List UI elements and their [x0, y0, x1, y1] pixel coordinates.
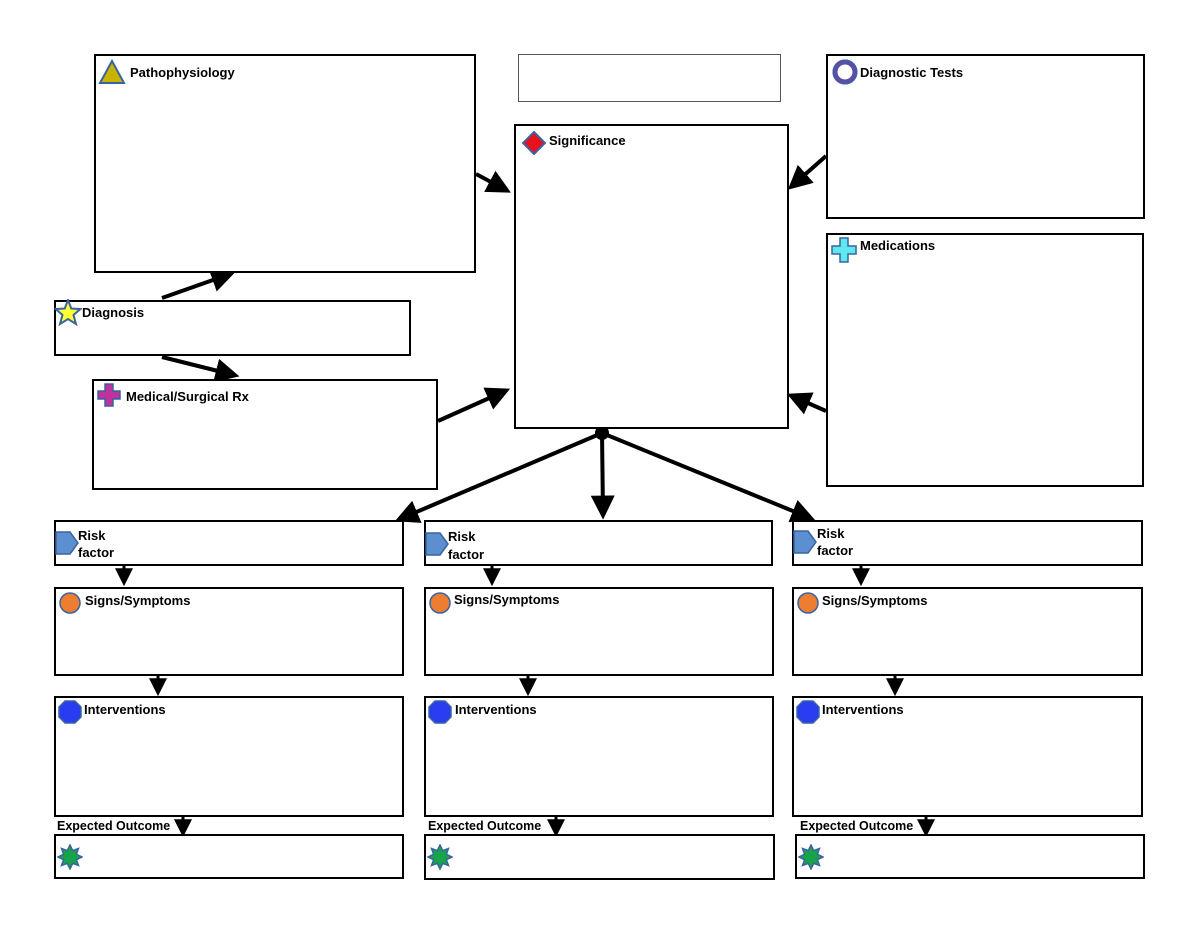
- significance-box[interactable]: Significance: [514, 124, 789, 429]
- risk-factor-box[interactable]: Risk factor: [54, 520, 404, 566]
- diagnosis-box[interactable]: Diagnosis: [54, 299, 411, 356]
- diagnosis-label: Diagnosis: [82, 305, 145, 320]
- diagnostic-tests-label: Diagnostic Tests: [860, 65, 964, 80]
- signs-symptoms-label: Signs/Symptoms: [85, 593, 191, 608]
- signs-symptoms-box[interactable]: Signs/Symptoms: [424, 587, 774, 676]
- medications-box[interactable]: Medications: [826, 233, 1144, 487]
- arrow-diagnosis-to-patho: [161, 268, 236, 300]
- interventions-box[interactable]: Interventions: [792, 696, 1143, 817]
- signs-symptoms-box[interactable]: Signs/Symptoms: [792, 587, 1143, 676]
- ring-icon: [832, 59, 858, 85]
- arrow-significance-to-risk-3: [601, 431, 816, 523]
- interventions-box[interactable]: Interventions: [424, 696, 774, 817]
- significance-label: Significance: [549, 133, 626, 148]
- green-star-icon: [798, 844, 824, 870]
- star-icon: [54, 299, 82, 327]
- cross-icon: [97, 383, 121, 407]
- risk-factor-label-line2: factor: [448, 547, 485, 562]
- green-star-icon: [57, 844, 83, 870]
- circle-icon: [797, 592, 819, 614]
- green-star-icon: [427, 844, 453, 870]
- risk-factor-label-line1: Risk: [78, 528, 106, 543]
- cross-icon: [831, 237, 857, 263]
- arrow-patho-to-significance: [475, 170, 511, 193]
- expected-outcome-label: Expected Outcome: [428, 819, 542, 833]
- interventions-label: Interventions: [84, 702, 166, 717]
- medical-surgical-rx-box[interactable]: Medical/Surgical Rx: [92, 379, 438, 490]
- arrow-significance-to-risk-1: [394, 431, 603, 523]
- expected-outcome-label: Expected Outcome: [800, 819, 914, 833]
- circle-icon: [429, 592, 451, 614]
- arrow-medrx-to-significance: [437, 387, 511, 423]
- medications-label: Medications: [860, 238, 936, 253]
- circle-icon: [59, 592, 81, 614]
- arrow-diagnosis-to-medrx: [161, 355, 240, 383]
- signs-symptoms-label: Signs/Symptoms: [454, 592, 560, 607]
- diamond-icon: [522, 131, 546, 155]
- expected-outcome-box[interactable]: [424, 834, 775, 880]
- medical-surgical-rx-label: Medical/Surgical Rx: [126, 389, 249, 404]
- risk-factor-label-line1: Risk: [817, 526, 845, 541]
- risk-factor-label-line2: factor: [78, 545, 115, 560]
- expected-outcome-box[interactable]: [54, 834, 404, 879]
- octagon-icon: [58, 700, 82, 724]
- octagon-icon: [428, 700, 452, 724]
- pathophysiology-label: Pathophysiology: [130, 65, 235, 80]
- arrow-significance-to-risk-2: [590, 432, 615, 520]
- triangle-icon: [98, 59, 126, 84]
- risk-factor-box[interactable]: Risk factor: [792, 520, 1143, 566]
- pentagon-arrow-icon: [793, 530, 817, 554]
- interventions-label: Interventions: [822, 702, 904, 717]
- arrow-meds-to-significance: [786, 392, 827, 415]
- pathophysiology-box[interactable]: Pathophysiology: [94, 54, 476, 273]
- risk-factor-label-line2: factor: [817, 543, 854, 558]
- interventions-box[interactable]: Interventions: [54, 696, 404, 817]
- diagnostic-tests-box[interactable]: Diagnostic Tests: [826, 54, 1145, 219]
- risk-factor-box[interactable]: Risk factor: [424, 520, 773, 566]
- title-box[interactable]: [518, 54, 781, 102]
- octagon-icon: [796, 700, 820, 724]
- risk-factor-label-line1: Risk: [448, 529, 476, 544]
- signs-symptoms-box[interactable]: Signs/Symptoms: [54, 587, 404, 676]
- expected-outcome-box[interactable]: [795, 834, 1145, 879]
- expected-outcome-label: Expected Outcome: [57, 819, 171, 833]
- interventions-label: Interventions: [455, 702, 537, 717]
- signs-symptoms-label: Signs/Symptoms: [822, 593, 928, 608]
- pentagon-arrow-icon: [425, 532, 449, 556]
- pentagon-arrow-icon: [55, 531, 79, 555]
- arrow-tests-to-significance: [787, 154, 828, 190]
